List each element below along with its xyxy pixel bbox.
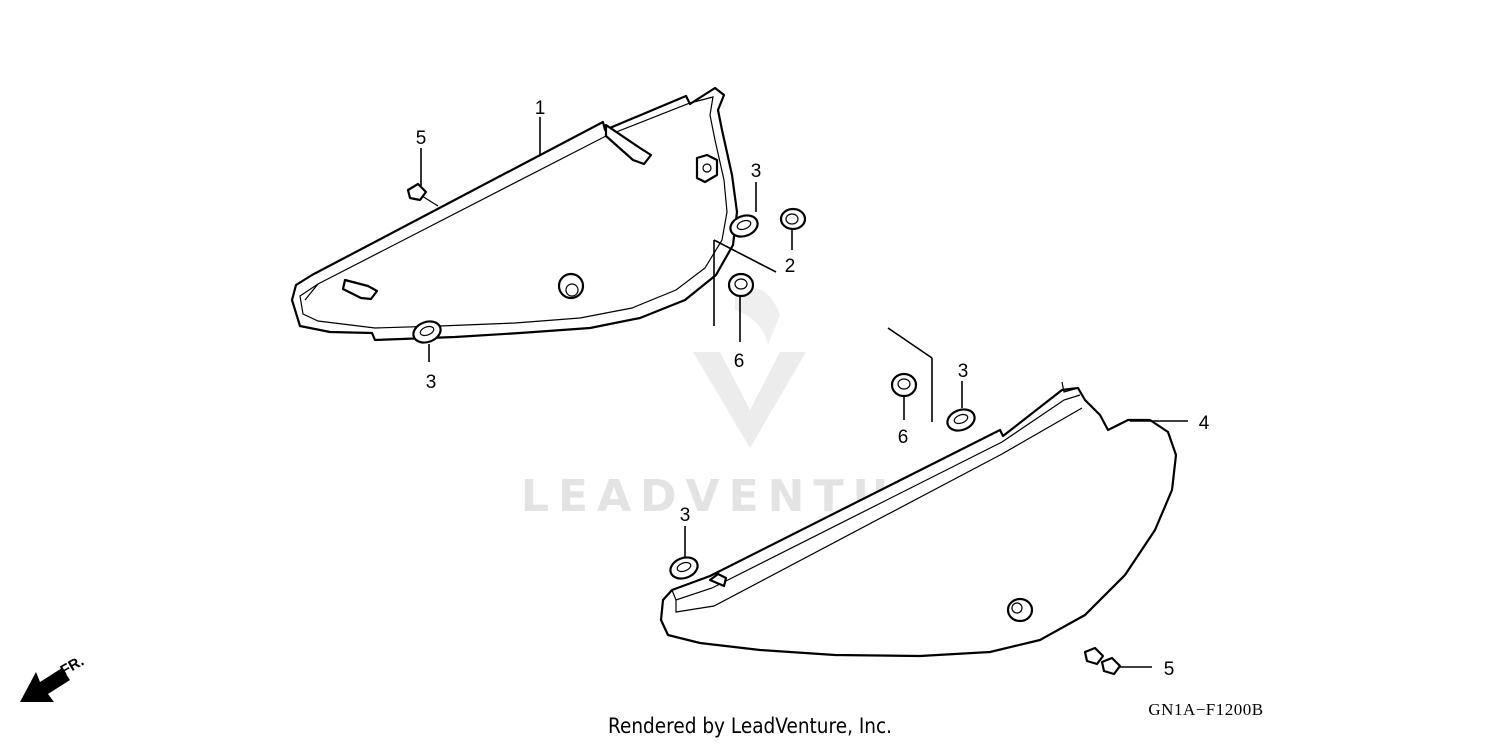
- front-direction-arrow-icon: FR.: [20, 653, 87, 702]
- watermark-logo-icon: [693, 288, 806, 448]
- callout-4: 4: [1199, 413, 1210, 434]
- footer-credit: Rendered by LeadVenture, Inc.: [607, 714, 893, 738]
- callout-2: 2: [785, 256, 796, 277]
- callout-5-upper: 5: [416, 128, 427, 149]
- callout-3-middle: 3: [958, 361, 969, 382]
- callout-3-lower: 3: [680, 505, 691, 526]
- part-1-inner-cover: [290, 86, 739, 342]
- bolt-icon: [406, 182, 1122, 676]
- callout-1: 1: [535, 98, 546, 119]
- callout-6-lower: 6: [898, 427, 909, 448]
- diagram-code: GN1A−F1200B: [1148, 700, 1263, 719]
- collar-icon: [779, 207, 807, 231]
- grommet-icon: [412, 214, 976, 580]
- callout-3-left: 3: [426, 372, 437, 393]
- part-4-outer-cover: [659, 381, 1178, 658]
- callout-3-upper: 3: [751, 161, 762, 182]
- leader-lines: [420, 117, 1188, 668]
- callout-6-upper: 6: [734, 351, 745, 372]
- callout-5-lower: 5: [1164, 659, 1175, 680]
